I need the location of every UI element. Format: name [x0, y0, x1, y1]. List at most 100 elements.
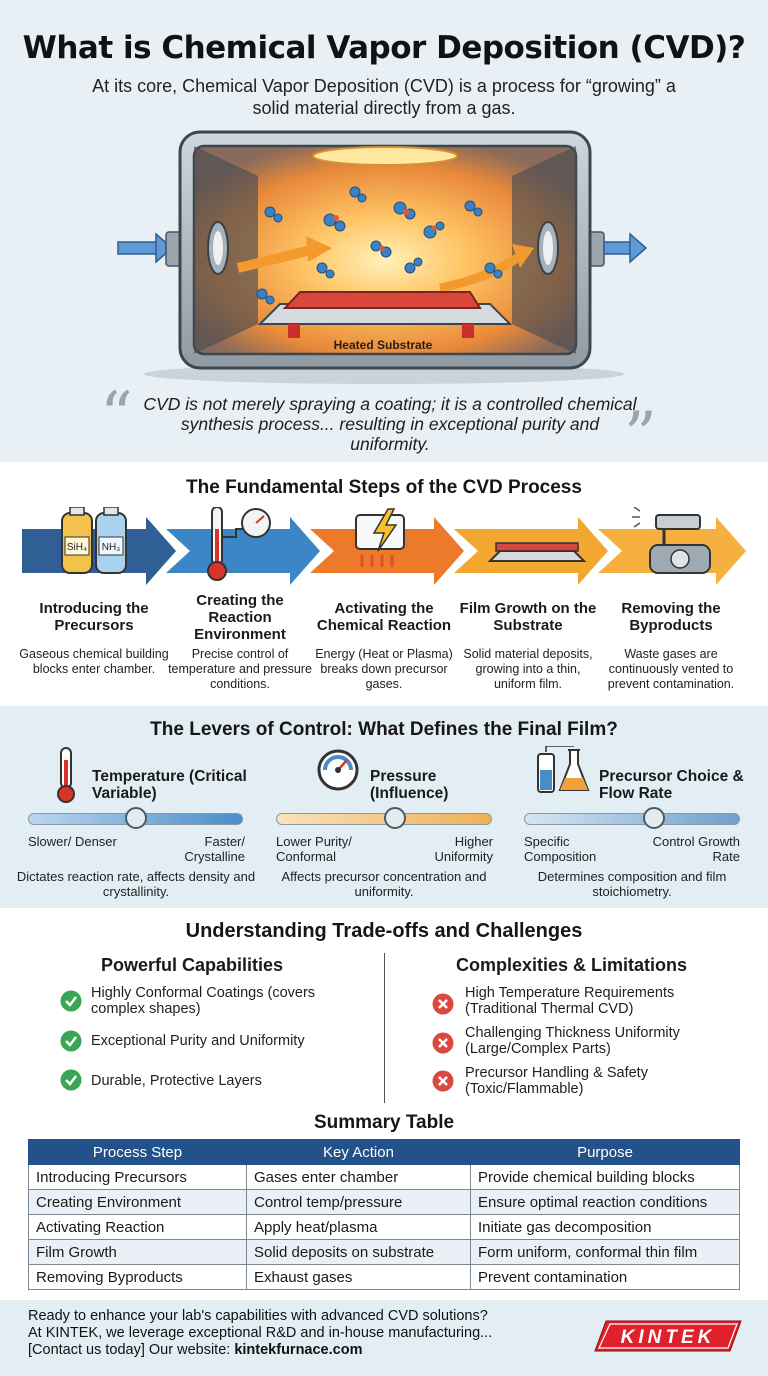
lever-3-slider[interactable]	[524, 813, 740, 825]
table-cell: Creating Environment	[28, 1189, 247, 1215]
exhaust-pump-icon	[632, 507, 711, 574]
steps-arrow-diagram: SiH₄ NH₃	[22, 507, 746, 585]
step-5-desc: Waste gases are continuously vented to p…	[607, 647, 735, 691]
table-cell: Prevent contamination	[470, 1264, 740, 1290]
sih4-label: SiH₄	[67, 542, 87, 553]
thermometer-gauge-icon	[207, 507, 271, 581]
cross-icon	[432, 1032, 454, 1054]
lever-1-title: Temperature (Critical Variable)	[92, 768, 247, 802]
limitation-3: Precursor Handling & Safety (Toxic/Flamm…	[465, 1065, 648, 1097]
step-4-desc: Solid material deposits, growing into a …	[463, 647, 593, 691]
quote-text: CVD is not merely spraying a coating; it…	[143, 394, 637, 454]
slider-knob[interactable]	[383, 807, 406, 829]
check-icon	[60, 1030, 82, 1052]
column-header: Key Action	[246, 1139, 471, 1165]
slider-knob[interactable]	[124, 807, 147, 829]
table-cell: Ensure optimal reaction conditions	[470, 1189, 740, 1215]
cross-icon	[432, 993, 454, 1015]
step-5-title: Removing the Byproducts	[621, 600, 721, 634]
table-row: Removing Byproducts Exhaust gases Preven…	[28, 1264, 740, 1290]
limitation-1: High Temperature Requirements (Tradition…	[465, 985, 675, 1017]
table-cell: Provide chemical building blocks	[470, 1164, 740, 1190]
tradeoffs-heading: Understanding Trade-offs and Challenges	[185, 920, 583, 942]
levers-section: The Levers of Control: What Defines the …	[0, 706, 768, 908]
energy-bolt-icon	[355, 508, 405, 567]
lever-1-left-label: Slower/ Denser	[28, 834, 117, 849]
open-quote-icon: “	[100, 379, 133, 453]
capability-3: Durable, Protective Layers	[91, 1073, 262, 1089]
lever-2-right-label: Higher Uniformity	[434, 834, 493, 864]
pressure-gauge-icon	[317, 749, 359, 791]
capability-1: Highly Conformal Coatings (covers comple…	[91, 985, 316, 1017]
slider-knob[interactable]	[642, 807, 665, 829]
table-header-row: Process Step Key Action Purpose	[28, 1139, 740, 1165]
lever-3-title: Precursor Choice & Flow Rate	[599, 768, 744, 802]
lever-2-desc: Affects precursor concentration and unif…	[281, 869, 487, 899]
lever-3-right-label: Control Growth Rate	[652, 834, 740, 864]
table-cell: Film Growth	[28, 1239, 247, 1265]
column-header: Purpose	[470, 1139, 740, 1165]
substrate-label: Heated Substrate	[334, 338, 433, 352]
table-cell: Apply heat/plasma	[246, 1214, 471, 1240]
lever-2-title: Pressure (Influence)	[370, 768, 449, 802]
table-row: Introducing Precursors Gases enter chamb…	[28, 1164, 740, 1190]
substrate-film-icon	[487, 542, 587, 562]
lever-1-desc: Dictates reaction rate, affects density …	[16, 869, 256, 899]
outlet-arrow-icon	[603, 232, 648, 264]
lever-3-desc: Determines composition and film stoichio…	[537, 869, 727, 899]
capability-2: Exceptional Purity and Uniformity	[91, 1033, 305, 1049]
logo-text: KINTEK	[621, 1327, 716, 1348]
step-2-desc: Precise control of temperature and press…	[168, 647, 312, 691]
step-1-desc: Gaseous chemical building blocks enter c…	[19, 647, 169, 676]
intro-section: What is Chemical Vapor Deposition (CVD)?…	[0, 0, 768, 468]
step-4-title: Film Growth on the Substrate	[459, 600, 597, 634]
capabilities-heading: Powerful Capabilities	[101, 955, 284, 975]
lever-2-left-label: Lower Purity/ Conformal	[276, 834, 352, 864]
close-quote-icon: ”	[624, 399, 657, 473]
lever-3-left-label: Specific Composition	[524, 834, 597, 864]
contact-text[interactable]: [Contact us today] Our website:	[28, 1342, 235, 1358]
table-cell: Activating Reaction	[28, 1214, 247, 1240]
footer-cta: Ready to enhance your lab's capabilities…	[28, 1308, 488, 1324]
table-cell: Initiate gas decomposition	[470, 1214, 740, 1240]
footer: Ready to enhance your lab's capabilities…	[0, 1300, 768, 1376]
step-2-title: Creating the Reaction Environment	[194, 592, 286, 643]
step-3-desc: Energy (Heat or Plasma) breaks down prec…	[315, 647, 453, 691]
table-cell: Gases enter chamber	[246, 1164, 471, 1190]
lab-flasks-icon	[537, 746, 590, 793]
website-link[interactable]: kintekfurnace.com	[234, 1342, 363, 1358]
footer-about: At KINTEK, we leverage exceptional R&D a…	[28, 1325, 493, 1341]
steps-heading: The Fundamental Steps of the CVD Process	[186, 477, 582, 498]
gas-cylinders-icon: SiH₄ NH₃	[61, 507, 127, 574]
limitation-2: Challenging Thickness Uniformity (Large/…	[465, 1025, 680, 1057]
check-icon	[60, 1069, 82, 1091]
check-icon	[60, 990, 82, 1012]
page-subtitle: At its core, Chemical Vapor Deposition (…	[92, 76, 676, 118]
thermometer-icon	[57, 747, 75, 803]
table-row: Film Growth Solid deposits on substrate …	[28, 1239, 740, 1265]
summary-heading: Summary Table	[313, 1112, 455, 1133]
nh3-label: NH₃	[102, 542, 121, 553]
levers-heading: The Levers of Control: What Defines the …	[150, 719, 618, 740]
footer-contact: [Contact us today] Our website: kintekfu…	[28, 1342, 362, 1359]
table-cell: Exhaust gases	[246, 1264, 471, 1290]
table-row: Activating Reaction Apply heat/plasma In…	[28, 1214, 740, 1240]
summary-table: Process Step Key Action Purpose Introduc…	[28, 1139, 740, 1290]
lever-1-right-label: Faster/ Crystalline	[184, 834, 245, 864]
quote-block: “ CVD is not merely spraying a coating; …	[100, 384, 670, 468]
column-header: Process Step	[28, 1139, 247, 1165]
step-3-title: Activating the Chemical Reaction	[316, 600, 452, 634]
cvd-chamber-illustration: Heated Substrate	[117, 130, 648, 384]
column-divider	[384, 953, 385, 1103]
inlet-arrow-icon	[117, 232, 174, 264]
table-cell: Form uniform, conformal thin film	[470, 1239, 740, 1265]
kintek-logo: KINTEK	[594, 1320, 742, 1352]
table-cell: Introducing Precursors	[28, 1164, 247, 1190]
table-row: Creating Environment Control temp/pressu…	[28, 1189, 740, 1215]
page-title: What is Chemical Vapor Deposition (CVD)?	[22, 30, 746, 66]
table-cell: Removing Byproducts	[28, 1264, 247, 1290]
step-1-title: Introducing the Precursors	[39, 600, 149, 634]
steps-section: The Fundamental Steps of the CVD Process…	[0, 462, 768, 706]
cross-icon	[432, 1070, 454, 1092]
table-cell: Control temp/pressure	[246, 1189, 471, 1215]
